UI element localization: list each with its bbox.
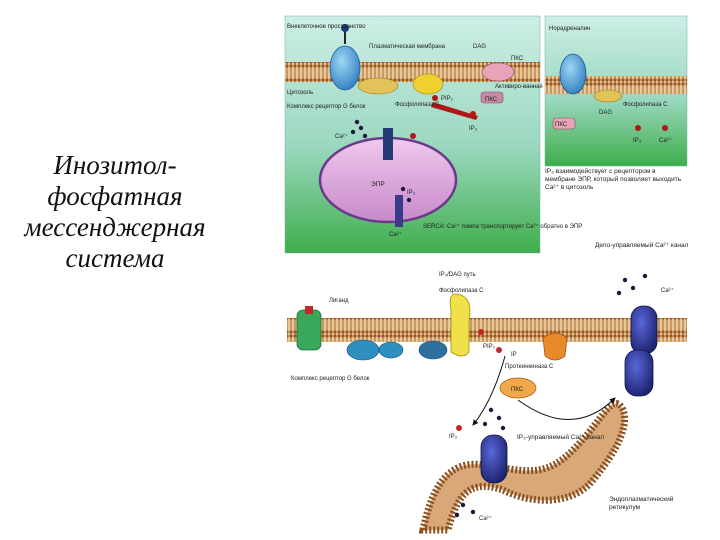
store-operated-channel-lower [624, 349, 654, 397]
figure: Внеклеточное пространство Плазматическая… [273, 10, 713, 535]
top-labels: Внеклеточное пространство Плазматическая… [287, 24, 582, 238]
lbl-ca-top: Ca²⁺ [661, 287, 674, 294]
lbl-inset-pkc: ПКС [555, 122, 568, 128]
lbl-er-bottom: Эндоплазматический ретикулум [609, 496, 674, 511]
bottom-receptor [296, 309, 322, 351]
bottom-ligand [305, 306, 313, 314]
top-panel [284, 15, 688, 254]
lbl-ligand: Лиганд [329, 298, 349, 304]
lbl-ip3-channel: IP₃-управляемый Ca²⁺ канал [517, 434, 605, 441]
pkc [481, 62, 515, 82]
ip3-arrow [472, 355, 506, 426]
g-protein [357, 77, 399, 95]
lbl-pathway: IP₃/DAG путь [439, 272, 476, 278]
right-inset-ca-dot [662, 125, 668, 131]
lbl-pip2-b: PIP₂ [483, 344, 496, 350]
lbl-bottom-pkc: ПКС [511, 387, 524, 393]
lbl-ip3: IP₃ [469, 126, 478, 132]
receptor [329, 45, 361, 91]
lbl-pkc-active: ПКС [485, 97, 498, 103]
g-protein-beta [378, 341, 404, 359]
ip3-dots-bottom [456, 329, 502, 431]
ca-dots-top [350, 119, 412, 203]
lbl-pip2: PIP₂ [441, 96, 454, 102]
lbl-activated: Активиро-ванная [495, 84, 543, 90]
slide-title: Инозитол- фосфатная мессенджерная систем… [10, 150, 220, 274]
lbl-ca: Ca²⁺ [335, 133, 348, 140]
lbl-plc: Фосфолипаза C [395, 102, 440, 108]
lbl-ca-bottom: Ca²⁺ [479, 515, 492, 522]
right-inset-pkc [552, 117, 576, 130]
ip3-flow-arrow [431, 102, 478, 120]
store-operated-channel [630, 305, 658, 355]
right-inset-ip3-dot [635, 125, 641, 131]
lbl-cytosol: Цитозоль [287, 90, 313, 96]
lbl-dag: DAG [473, 44, 486, 50]
ip3-gated-channel [480, 434, 508, 484]
lbl-inset-ip3: IP₃ [633, 138, 642, 144]
lbl-serca: SERCA: Ca²⁺ помпа транспортирует Ca²⁺ об… [423, 223, 582, 230]
lbl-ca2: Ca²⁺ [389, 231, 402, 238]
right-inset [544, 15, 688, 167]
right-inset-receptor [559, 53, 587, 95]
ligand [341, 24, 349, 32]
title-line-1: Инозитол- [53, 150, 177, 180]
lbl-complex: Комплекс рецептор G белок [287, 104, 366, 110]
ip3-note: IP₃ взаимодействует с рецептором в мембр… [545, 168, 682, 191]
lbl-bottom-complex: Комплекс рецептор G белок [291, 376, 370, 382]
bottom-labels: Депо-управляемый Ca²⁺ канал IP₃/DAG путь… [291, 242, 689, 522]
lbl-inset-ca: Ca²⁺ [659, 137, 672, 144]
lbl-bottom-plc: Фосфолипаза C [439, 288, 484, 294]
lbl-ip3-low: IP₃ [449, 434, 458, 440]
pkc-active [480, 91, 504, 104]
lbl-extracellular: Внеклеточное пространство [287, 24, 366, 30]
pathway-diagram: Внеклеточное пространство Плазматическая… [284, 15, 689, 534]
serca-pump [395, 195, 403, 227]
pkc-arrow [517, 397, 616, 420]
lbl-er: ЭПР [371, 181, 385, 188]
bottom-panel [287, 273, 687, 534]
lbl-inset-plc: Фосфолипаза C [623, 102, 668, 108]
phospholipase-c [412, 73, 444, 95]
title-line-3: мессенджерная [24, 212, 206, 242]
bottom-plc [449, 293, 471, 357]
ip3-dots-top [410, 95, 476, 139]
ip3-receptor [383, 128, 393, 160]
lbl-membrane: Плазматическая мембрана [369, 44, 446, 50]
g-protein-active [418, 340, 448, 360]
right-inset-g-protein [593, 89, 623, 103]
title-line-2: фосфатная [47, 181, 183, 211]
note-text: IP₃ взаимодействует с рецептором в мембр… [545, 168, 682, 191]
lbl-norepinephrine: Норадреналин [549, 26, 590, 32]
bottom-membrane [287, 318, 687, 342]
lbl-pkc: ПКС [511, 56, 524, 62]
bottom-pkc [499, 377, 537, 399]
lbl-protein-kinase: Протеинкиназа C [505, 364, 554, 370]
g-protein-alpha [346, 339, 380, 361]
bottom-er [418, 400, 629, 534]
lbl-ip3-b: IP [511, 352, 517, 358]
lbl-inset-dag: DAG [599, 110, 612, 116]
right-inset-labels: Норадреналин Фосфолипаза C DAG ПКС IP₃ C… [549, 26, 672, 144]
title-line-4: система [65, 243, 165, 273]
lbl-ip3-r: IP₃ [407, 190, 416, 196]
lbl-store-channel: Депо-управляемый Ca²⁺ канал [595, 242, 689, 249]
ca-dots-bottom [454, 273, 648, 518]
bottom-pkc-membrane [542, 332, 568, 361]
